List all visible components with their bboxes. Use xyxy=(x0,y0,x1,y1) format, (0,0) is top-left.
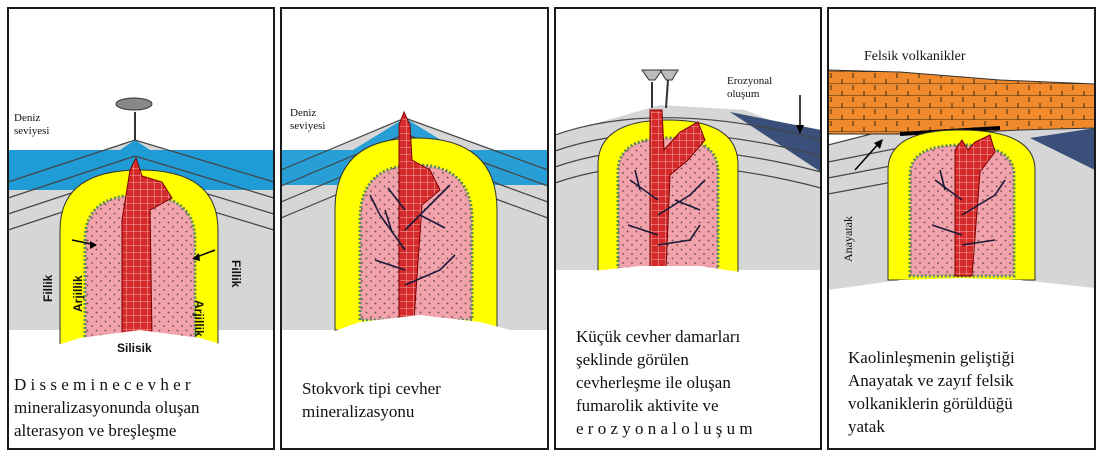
caption-line-2: mineralizasyonunda oluşan xyxy=(14,398,200,417)
phyllic-label-right: Fillik xyxy=(229,260,243,288)
sea-level-label-line1: Deniz xyxy=(290,107,316,119)
sea-level-label-line2: seviyesi xyxy=(290,120,325,132)
caption-line-1: Stokvork tipi cevher xyxy=(302,379,441,398)
panel-3: Erozyonal oluşum Küçük cevher damarları … xyxy=(555,8,821,449)
silicic-label: Silisik xyxy=(117,341,152,355)
caption-line-4: fumarolik aktivite ve xyxy=(576,396,719,415)
vent-plume xyxy=(116,98,152,110)
caption-line-3: volkaniklerin görüldüğü xyxy=(848,394,1013,413)
caption-line-1: D i s s e m i n e c e v h e r xyxy=(14,375,191,394)
caption-line-5: e r o z y o n a l o l u ş u m xyxy=(576,419,753,438)
erosion-label-line2: oluşum xyxy=(727,88,760,100)
caption-line-2: mineralizasyonu xyxy=(302,402,415,421)
felsic-volcanics-label: Felsik volkanikler xyxy=(864,49,966,64)
argillic-label-left: Arjillik xyxy=(71,275,85,312)
sea-level-label-line2: seviyesi xyxy=(14,125,49,137)
sea-level-label-line1: Deniz xyxy=(14,112,40,124)
caption-line-4: yatak xyxy=(848,417,885,436)
panel-2: Deniz seviyesi Stokvork tipi cevher mine… xyxy=(281,8,548,449)
panel-4: Felsik volkanikler Anayatak Kaolinleşmen… xyxy=(828,8,1095,449)
caption-line-1: Küçük cevher damarları xyxy=(576,327,741,346)
caption-line-3: cevherleşme ile oluşan xyxy=(576,373,731,392)
argillic-label-right: Arjillik xyxy=(192,300,206,337)
caption-line-1: Kaolinleşmenin geliştiği xyxy=(848,348,1015,367)
erosion-label-line1: Erozyonal xyxy=(727,75,772,87)
phyllic-label-left: Fillik xyxy=(41,274,55,302)
caption-line-2: şeklinde görülen xyxy=(576,350,689,369)
panel-1: Deniz seviyesi Fillik Arjillik Arjillik … xyxy=(8,8,274,449)
host-rock-label: Anayatak xyxy=(841,216,855,262)
caption-line-3: alterasyon ve breşleşme xyxy=(14,421,176,440)
caption-line-2: Anayatak ve zayıf felsik xyxy=(848,371,1014,390)
